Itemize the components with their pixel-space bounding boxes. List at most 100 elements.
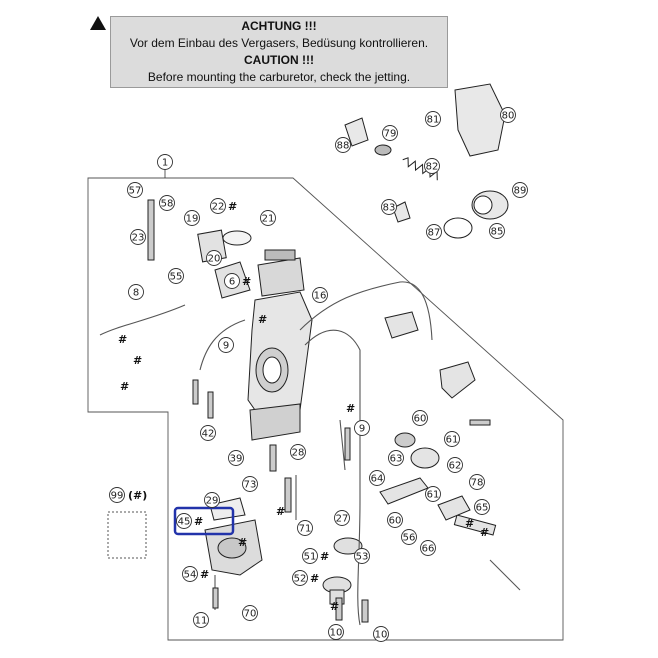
callout-circle <box>382 125 398 141</box>
callout-circle <box>228 450 244 466</box>
callout-number: 10 <box>330 628 343 639</box>
callout-c23: 23 <box>130 229 146 245</box>
callout-circle <box>109 487 125 503</box>
callout-c55: 55 <box>168 268 184 284</box>
callout-number: 9 <box>223 341 229 352</box>
callout-number: 11 <box>195 616 208 627</box>
callout-circle <box>242 605 258 621</box>
hash-mark: # <box>120 380 129 393</box>
hash-mark: # <box>228 200 237 213</box>
callout-c11: 11 <box>193 612 209 628</box>
callout-c62: 62 <box>447 457 463 473</box>
callout-circle <box>381 199 397 215</box>
pump-diaphragm <box>322 537 363 605</box>
callout-circle <box>242 476 258 492</box>
callout-c66: 66 <box>420 540 436 556</box>
callout-c83: 83 <box>381 199 397 215</box>
callout-circle <box>292 570 308 586</box>
carburetor-body <box>247 249 313 441</box>
callout-circle <box>290 444 306 460</box>
callout-c65: 65 <box>474 499 490 515</box>
callout-c61a: 61 <box>444 431 460 447</box>
callout-c85: 85 <box>489 223 505 239</box>
callout-number: 78 <box>471 478 484 489</box>
callout-circle <box>159 195 175 211</box>
callout-c58: 58 <box>159 195 175 211</box>
callout-c64: 64 <box>369 470 385 486</box>
callout-circle <box>500 107 516 123</box>
hash-mark: # <box>320 550 329 563</box>
callout-number: 53 <box>356 552 369 563</box>
callout-c27: 27 <box>334 510 350 526</box>
callout-circle <box>420 540 436 556</box>
callout-number: 23 <box>132 233 145 244</box>
callout-c71: 71 <box>297 520 313 536</box>
hash-mark: # <box>330 600 339 613</box>
callout-circle <box>206 250 222 266</box>
callout-number: 71 <box>299 524 312 535</box>
callout-number: 80 <box>502 111 515 122</box>
hash-mark: # <box>242 275 251 288</box>
callout-circle <box>387 512 403 528</box>
callout-number: 60 <box>389 516 402 527</box>
callout-99-suffix: (#) <box>128 489 147 502</box>
callout-c20: 20 <box>206 250 222 266</box>
callout-circle <box>469 474 485 490</box>
callout-circle <box>334 510 350 526</box>
callout-number: 19 <box>186 214 199 225</box>
callout-c82: 82 <box>424 158 440 174</box>
callout-circle <box>388 450 404 466</box>
callout-circle <box>184 210 200 226</box>
callout-c28: 28 <box>290 444 306 460</box>
callout-c61b: 61 <box>425 486 441 502</box>
callout-circle <box>424 158 440 174</box>
callout-number: 6 <box>229 277 235 288</box>
callout-circle <box>447 457 463 473</box>
callout-number: 42 <box>202 429 215 440</box>
warning-text-en: Before mounting the carburetor, check th… <box>147 70 411 84</box>
callout-circle <box>130 229 146 245</box>
hash-mark: # <box>310 572 319 585</box>
callout-circle <box>369 470 385 486</box>
callout-circle <box>444 431 460 447</box>
hash-mark: # <box>200 568 209 581</box>
callout-c10a: 10 <box>328 624 344 640</box>
callout-circle <box>204 492 220 508</box>
callout-c56: 56 <box>401 529 417 545</box>
callout-number: 16 <box>314 291 327 302</box>
hash-mark: # <box>465 517 474 530</box>
callout-circle <box>425 111 441 127</box>
callout-c8: 8 <box>128 284 144 300</box>
callout-circle <box>260 210 276 226</box>
warning-triangle-icon <box>90 16 106 30</box>
callout-circle <box>328 624 344 640</box>
callout-c45: 45# <box>176 513 203 529</box>
callout-circle <box>210 198 226 214</box>
callout-number: 61 <box>446 435 459 446</box>
callout-c16: 16 <box>312 287 328 303</box>
callout-c87: 87 <box>426 224 442 240</box>
callout-number: 56 <box>403 533 416 544</box>
callout-c9b: 9 <box>354 420 370 436</box>
callout-number: 64 <box>371 474 384 485</box>
callout-c89: 89 <box>512 182 528 198</box>
hash-mark: # <box>133 354 142 367</box>
callout-c81: 81 <box>425 111 441 127</box>
callout-number: 21 <box>262 214 275 225</box>
callout-circle <box>168 268 184 284</box>
callout-c1: 1 <box>157 154 173 170</box>
hash-mark: # <box>118 333 127 346</box>
callout-circle <box>354 420 370 436</box>
callout-number: 60 <box>414 414 427 425</box>
callout-circle <box>200 425 216 441</box>
callout-circle <box>224 273 240 289</box>
callout-c10b: 10 <box>373 626 389 642</box>
callout-circle <box>127 182 143 198</box>
callout-circle <box>401 529 417 545</box>
callout-circle <box>474 499 490 515</box>
callout-number: 51 <box>304 552 317 563</box>
callout-c42: 42 <box>200 425 216 441</box>
callout-number: 58 <box>161 199 174 210</box>
